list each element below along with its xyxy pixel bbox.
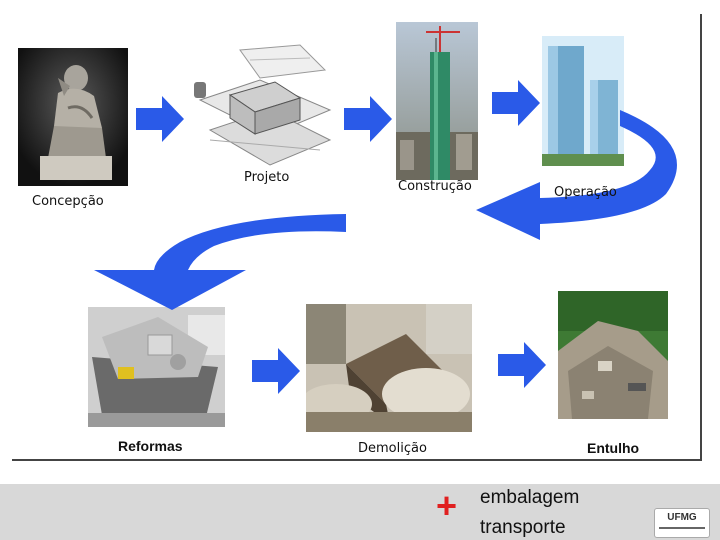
label-entulho: Entulho xyxy=(587,440,640,456)
demolition-image xyxy=(306,304,472,432)
logo-underline xyxy=(659,527,705,529)
logo-text: UFMG xyxy=(667,512,697,523)
label-projeto: Projeto xyxy=(244,170,290,185)
footer-line-transporte: transporte xyxy=(480,517,566,538)
blueprint-project-image xyxy=(190,40,340,172)
plus-icon: + xyxy=(436,485,458,526)
arrow-construcao-to-operacao xyxy=(492,80,540,126)
arrow-return-curve-right xyxy=(476,110,677,240)
arrow-reformas-to-demolicao xyxy=(252,348,300,394)
footer-line-embalagem: embalagem xyxy=(480,487,580,508)
ufmg-logo: UFMG xyxy=(654,508,710,538)
arrow-curve-down-left xyxy=(94,214,346,310)
office-buildings-image xyxy=(542,36,624,166)
rubble-pile-image xyxy=(558,291,668,419)
label-concepcao: Concepção xyxy=(32,194,104,209)
construction-tower-image xyxy=(396,22,478,180)
arrow-projeto-to-construcao xyxy=(344,96,392,142)
arrow-concepcao-to-projeto xyxy=(136,96,184,142)
label-construcao: Construção xyxy=(398,179,472,194)
renovation-dumpster-image xyxy=(88,307,225,427)
footer-bar xyxy=(0,484,720,540)
label-reformas: Reformas xyxy=(118,438,183,454)
label-demolicao: Demolição xyxy=(358,441,427,456)
label-operacao: Operação xyxy=(554,185,617,200)
arrow-demolicao-to-entulho xyxy=(498,342,546,388)
diagram-panel xyxy=(12,14,702,461)
thinker-statue-image xyxy=(18,48,128,186)
